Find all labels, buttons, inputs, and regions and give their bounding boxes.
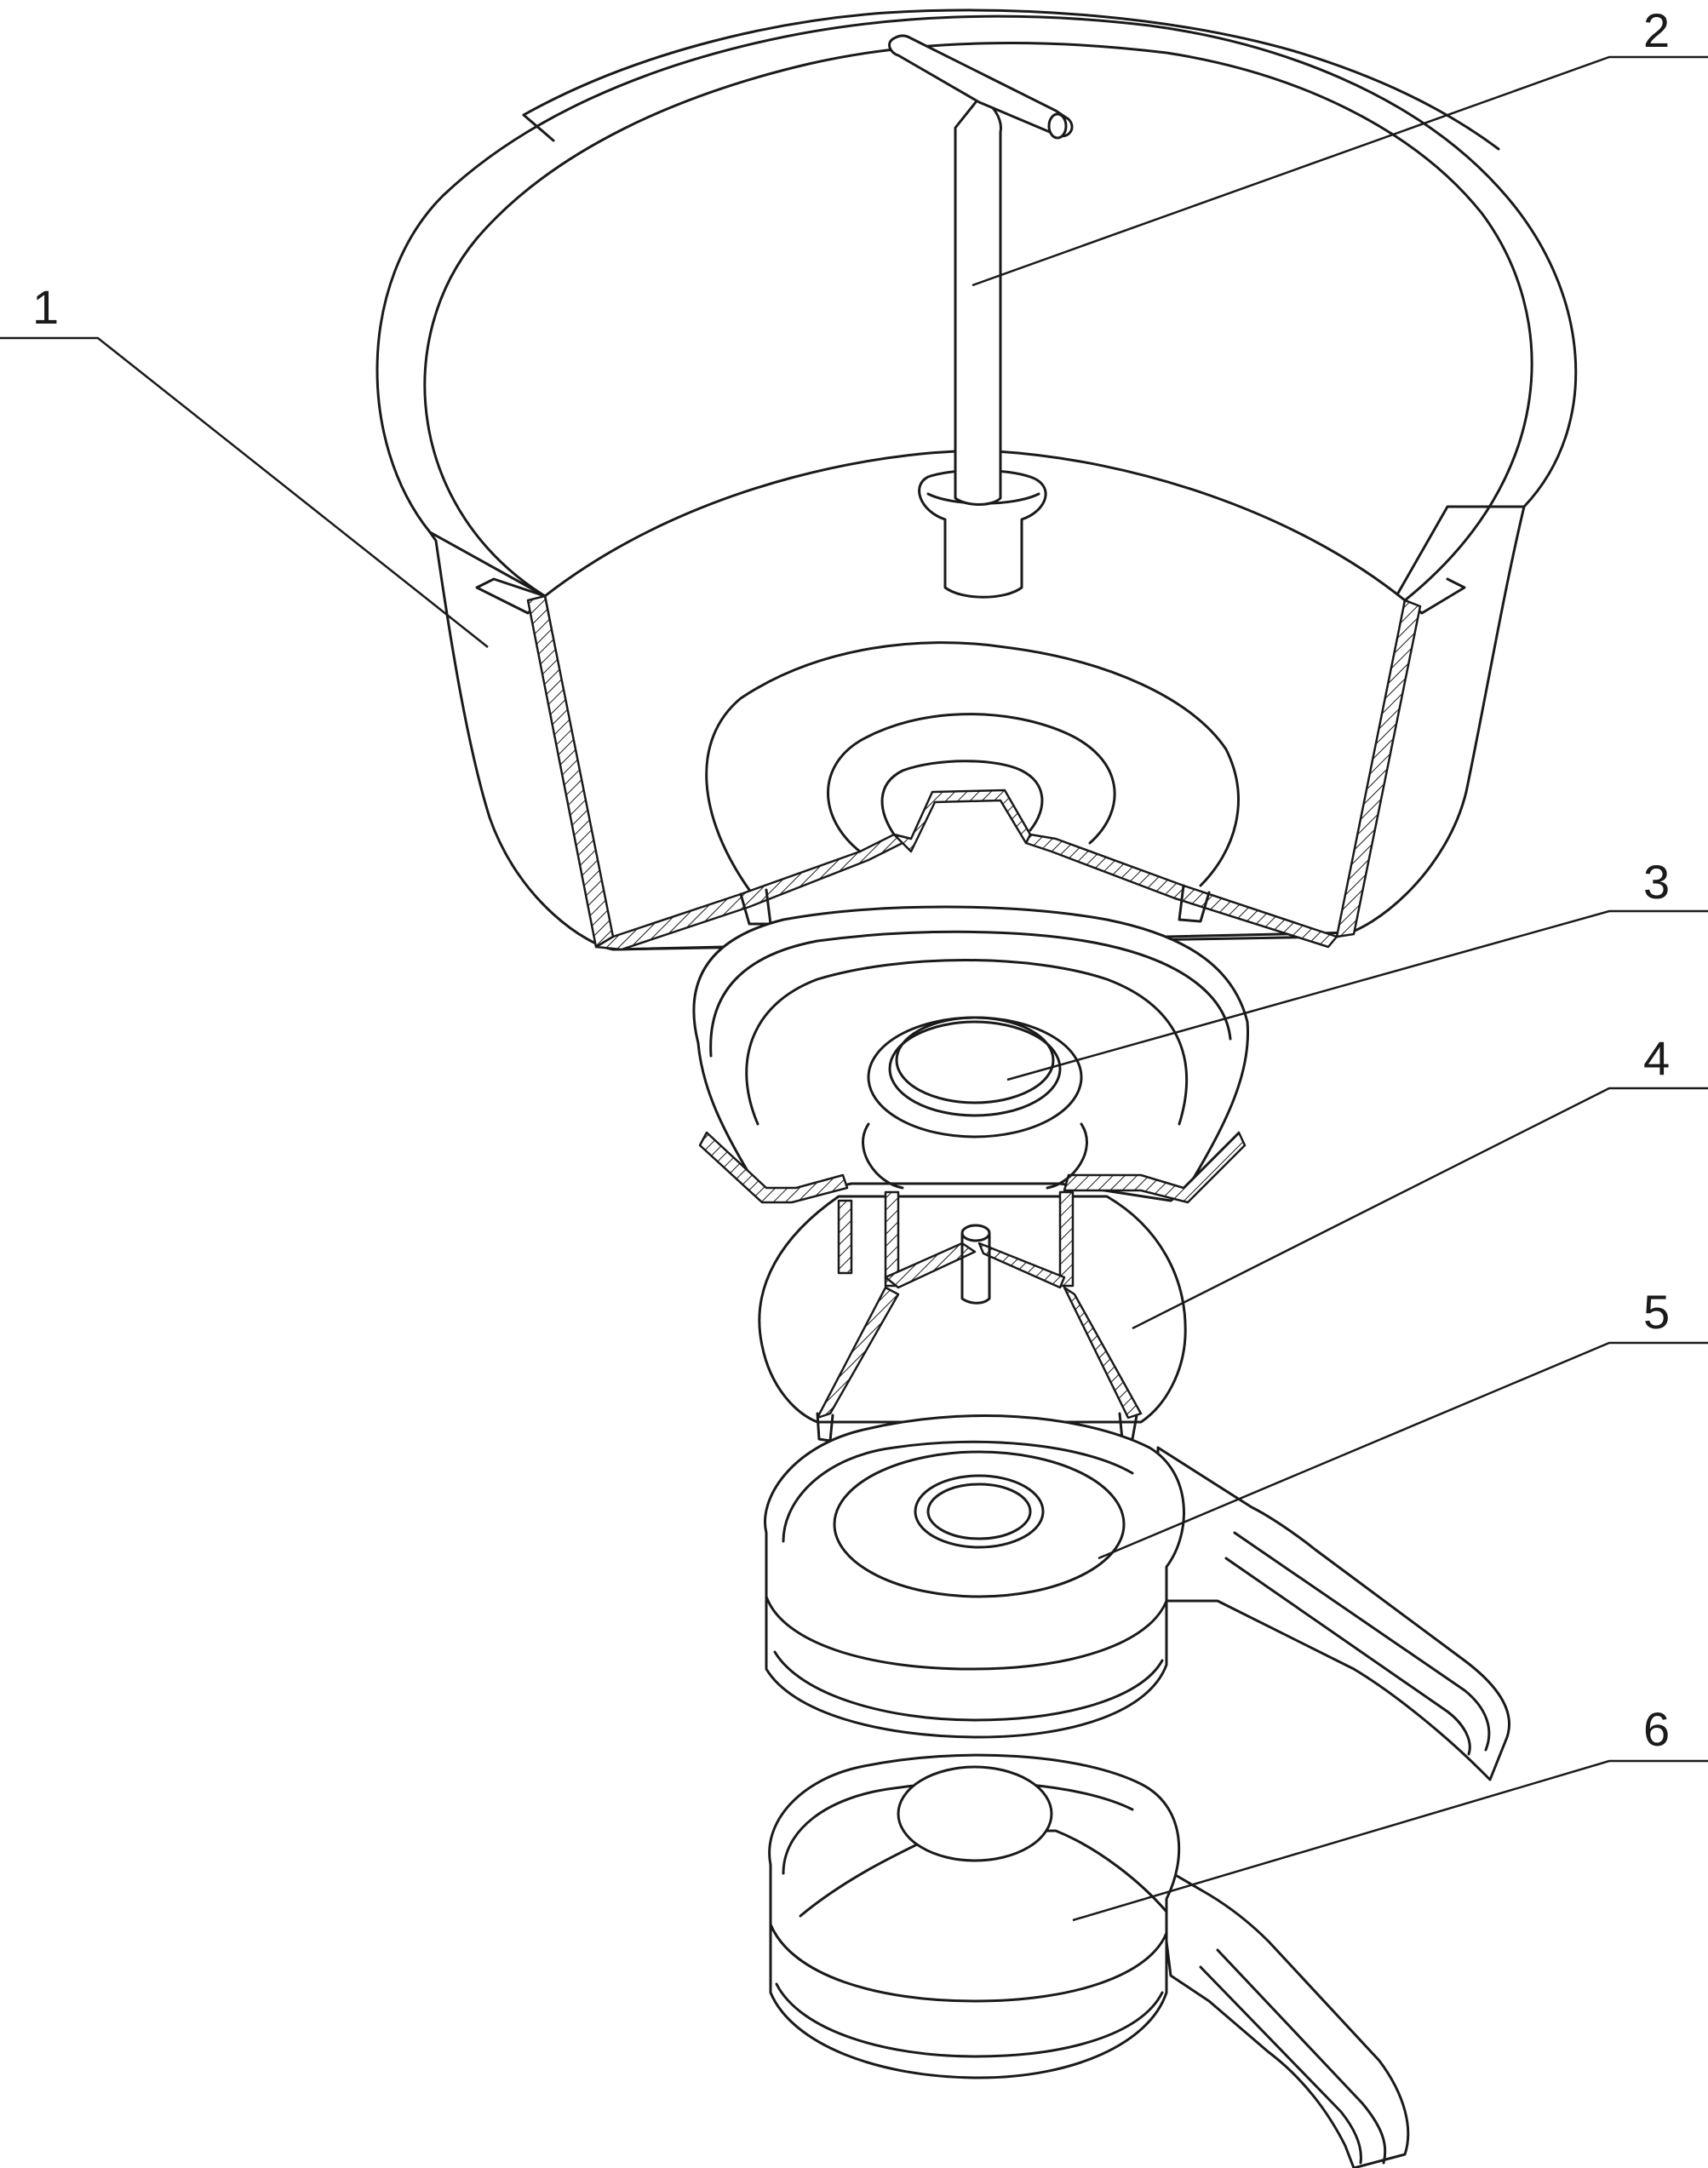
label-part-5: 5	[1643, 1285, 1670, 1339]
leader-lines	[0, 55, 1708, 1922]
handled-cup-part	[768, 1753, 1410, 2168]
filter-basket-part	[692, 905, 1250, 1442]
label-part-3: 3	[1643, 855, 1670, 909]
reference-numerals: 1 2 3 4 5 6	[32, 3, 1670, 1756]
leader-line-4	[1132, 1087, 1708, 1330]
leader-line-1	[0, 336, 489, 648]
bowl-part	[375, 9, 1578, 951]
leader-line-6	[1072, 1759, 1708, 1922]
leader-line-5	[1098, 1341, 1708, 1560]
leader-line-3	[1006, 909, 1708, 1081]
label-part-1: 1	[32, 280, 59, 334]
label-part-6: 6	[1643, 1702, 1670, 1756]
label-part-4: 4	[1643, 1031, 1670, 1085]
label-part-2: 2	[1643, 3, 1670, 57]
leader-line-2	[971, 55, 1708, 287]
handled-tray-part	[764, 1414, 1511, 1781]
spindle-rod-part	[888, 34, 1074, 506]
